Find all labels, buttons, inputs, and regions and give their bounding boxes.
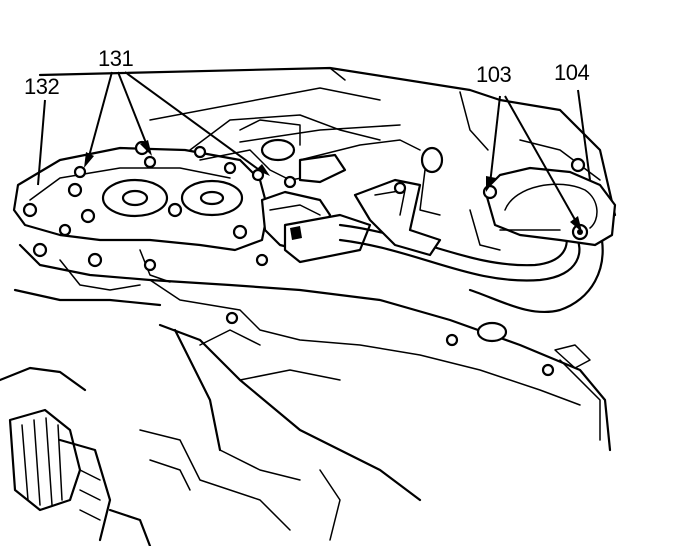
leader-lines (37, 71, 591, 232)
leader-132 (37, 99, 46, 186)
leader-131-a (87, 71, 113, 161)
callout-103: 103 (476, 62, 512, 87)
bracket (353, 146, 444, 257)
leader-103-a (489, 95, 501, 185)
electrical-connector (260, 153, 372, 264)
callout-131: 131 (98, 46, 134, 71)
callout-132: 132 (24, 74, 60, 99)
crossmember (139, 323, 422, 541)
leader-131-c (124, 71, 263, 173)
leader-103-b (504, 95, 579, 226)
accumulator-housing (469, 157, 617, 251)
valve-body (189, 114, 421, 189)
output-shaft (0, 366, 152, 546)
side-cover-plate (12, 140, 270, 252)
leader-104 (577, 89, 591, 181)
leader-131-b (117, 71, 149, 149)
case-lower-body (13, 242, 612, 452)
callout-104: 104 (554, 60, 590, 85)
